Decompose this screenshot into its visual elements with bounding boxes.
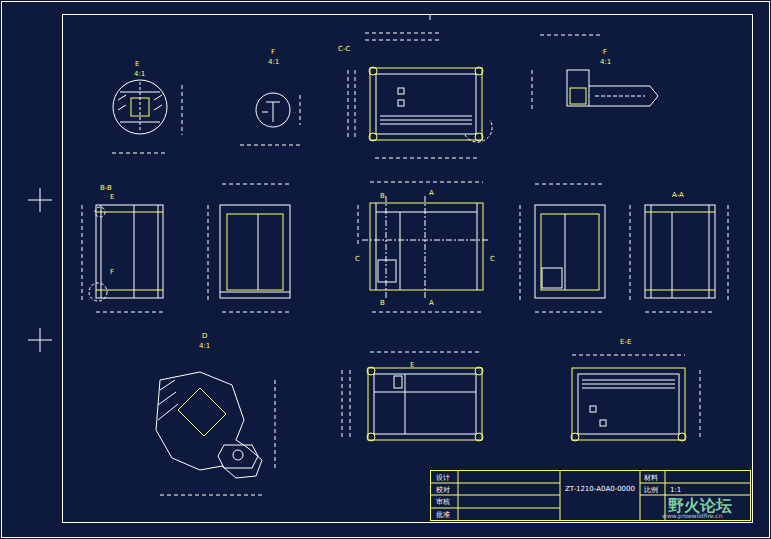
callout-letter: E bbox=[410, 361, 414, 369]
callout-letter: F bbox=[110, 268, 114, 276]
scale-note: 4:1 bbox=[600, 58, 611, 66]
drawing-number: ZT-1210-A0A0-0000 bbox=[565, 485, 635, 493]
section-marker: B bbox=[380, 192, 385, 200]
title-cell: 校对 bbox=[436, 486, 450, 494]
view-label: B-B bbox=[100, 184, 112, 192]
view-label: A-A bbox=[672, 191, 684, 199]
title-cell: 材料 bbox=[644, 474, 658, 482]
view-label: F bbox=[271, 48, 275, 56]
section-marker: A bbox=[429, 189, 434, 197]
title-cell: 批准 bbox=[436, 511, 450, 519]
section-marker: C bbox=[355, 255, 360, 263]
view-label: C-C bbox=[338, 45, 350, 53]
title-cell: 比例 bbox=[644, 486, 658, 494]
view-label: D bbox=[202, 332, 207, 340]
scale-note: 4:1 bbox=[268, 58, 279, 66]
scale-note: 4:1 bbox=[134, 70, 145, 78]
title-cell: 审核 bbox=[436, 498, 450, 506]
title-cell: 设计 bbox=[436, 474, 450, 482]
section-marker: B bbox=[380, 299, 385, 307]
callout-letter: E bbox=[110, 193, 114, 201]
title-cell: 1:1 bbox=[670, 486, 681, 494]
watermark-url: www.proewildfire.cn bbox=[662, 512, 722, 520]
scale-note: 4:1 bbox=[199, 342, 210, 350]
section-marker: A bbox=[429, 299, 434, 307]
view-label: F bbox=[603, 48, 607, 56]
view-label: E bbox=[135, 60, 139, 68]
section-marker: C bbox=[490, 255, 495, 263]
view-label: E-E bbox=[620, 338, 631, 346]
